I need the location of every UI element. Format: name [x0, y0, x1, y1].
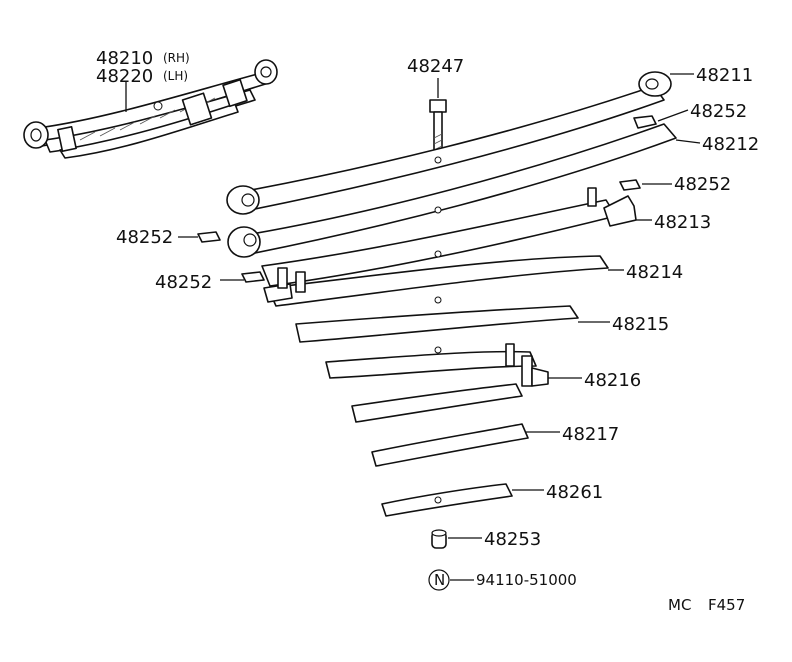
callout-insert-a: 48252 — [690, 101, 747, 122]
callout-spacer: 48253 — [484, 529, 541, 550]
nut-symbol-circle — [428, 569, 450, 591]
leader-line — [657, 109, 689, 122]
callout-assy-lh: 48220 — [96, 66, 153, 87]
callout-leaf-1: 48211 — [696, 65, 753, 86]
center-bolt-illustration — [429, 99, 447, 155]
leaf-spring-assembly-illustration — [23, 59, 278, 159]
callout-assy-rh-side: (RH) — [163, 51, 190, 65]
third-leaf-illustration — [261, 187, 637, 287]
callout-leaf-4: 48214 — [626, 262, 683, 283]
second-leaf-illustration — [227, 123, 677, 258]
callout-insert-d: 48252 — [155, 272, 212, 293]
ninth-leaf-illustration — [381, 483, 513, 517]
callout-leaf-6: 48216 — [584, 370, 641, 391]
callout-insert-c: 48252 — [116, 227, 173, 248]
figure-code: F457 — [708, 596, 745, 614]
insert-pad-illustration — [619, 179, 641, 191]
callout-nut-part: 94110-51000 — [476, 571, 577, 589]
main-leaf-illustration — [226, 71, 672, 215]
insert-pad-illustration — [633, 115, 657, 129]
callout-insert-b: 48252 — [674, 174, 731, 195]
fifth-leaf-illustration — [295, 305, 579, 354]
spacer-illustration — [431, 529, 447, 549]
callout-leaf-8: 48261 — [546, 482, 603, 503]
callout-assy-rh: 48210 — [96, 48, 153, 69]
callout-leaf-2: 48212 — [702, 134, 759, 155]
callout-bolt: 48247 — [407, 56, 464, 77]
insert-pad-illustration — [241, 271, 265, 283]
insert-pad-illustration — [197, 231, 221, 243]
leader-line — [675, 139, 701, 144]
eighth-leaf-illustration — [371, 423, 529, 467]
callout-assy-lh-side: (LH) — [163, 69, 188, 83]
fourth-leaf-illustration — [263, 255, 609, 307]
callout-leaf-3: 48213 — [654, 212, 711, 233]
callout-leaf-5: 48215 — [612, 314, 669, 335]
sixth-leaf-illustration — [325, 343, 549, 402]
figure-code-prefix: MC — [668, 596, 691, 614]
nut-symbol-letter: N — [434, 571, 445, 589]
callout-leaf-7: 48217 — [562, 424, 619, 445]
